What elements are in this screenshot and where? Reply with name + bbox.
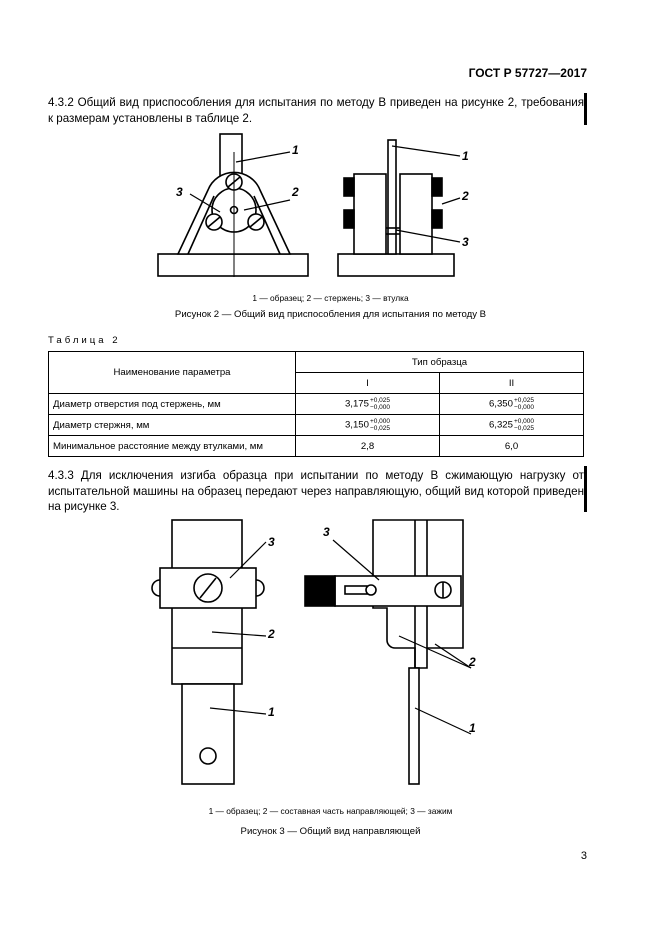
change-bar	[584, 93, 587, 125]
table-cell-value: 6,0	[439, 435, 584, 457]
paragraph-4-3-2: 4.3.2 Общий вид приспособления для испыт…	[48, 96, 584, 125]
tolerance-lower: −0,000	[513, 404, 535, 411]
fig2-callout-1: 1	[292, 143, 299, 157]
figure-2: 1 2 3 1 2 3	[0, 0, 661, 320]
tolerance-lower: −0,025	[513, 425, 535, 432]
figure-3-front-view: 3 2 1	[151, 519, 275, 785]
fig3-callout-3: 3	[268, 535, 275, 549]
fig2-side-callout-1: 1	[462, 149, 469, 163]
fig2-side-callout-2: 2	[461, 189, 469, 203]
value-main: 6,325	[488, 419, 513, 431]
table-2: Наименование параметра Тип образца I II …	[48, 351, 584, 457]
tolerance-upper: +0,025	[513, 397, 535, 404]
tolerance-lower: −0,025	[369, 425, 391, 432]
tolerance: +0,025−0,000	[370, 397, 390, 411]
table-row: Минимальное расстояние между втулками, м…	[48, 435, 584, 457]
tolerance: +0,025−0,000	[514, 397, 534, 411]
tolerance-upper: +0,000	[369, 418, 391, 425]
fig3-side-callout-3: 3	[323, 525, 330, 539]
figure-3-legend: 1 — образец; 2 — составная часть направл…	[208, 806, 453, 816]
fig3-callout-2: 2	[267, 627, 275, 641]
figure-3-caption: Рисунок 3 — Общий вид направляющей	[240, 826, 421, 837]
table-cell-value: 6,325+0,000−0,025	[439, 414, 584, 436]
tolerance-upper: +0,025	[369, 397, 391, 404]
table-header-param: Наименование параметра	[48, 351, 296, 394]
fig3-side-callout-2: 2	[468, 655, 476, 669]
fig3-callout-1: 1	[268, 705, 275, 719]
table-row: Диаметр стержня, мм 3,150+0,000−0,025 6,…	[48, 414, 584, 436]
figure-2-side-view: 1 2 3	[337, 139, 469, 277]
tolerance-upper: +0,000	[513, 418, 535, 425]
value-main: 3,175	[344, 398, 369, 410]
change-bar	[584, 466, 587, 512]
table-2-title: Таблица 2	[48, 335, 121, 346]
paragraph-4-3-3: 4.3.3 Для исключения изгиба образца при …	[48, 469, 584, 513]
standard-designation: ГОСТ Р 57727—2017	[468, 66, 587, 80]
value-main: 6,350	[488, 398, 513, 410]
fig2-callout-3: 3	[176, 185, 183, 199]
figure-3-side-view: 3 2 1	[304, 519, 476, 785]
figure-2-caption: Рисунок 2 — Общий вид приспособления для…	[174, 309, 487, 320]
value-main: 3,150	[344, 419, 369, 431]
tolerance: +0,000−0,025	[514, 418, 534, 432]
figure-2-legend: 1 — образец; 2 — стержень; 3 — втулка	[252, 293, 409, 303]
fig3-side-callout-1: 1	[469, 721, 476, 735]
page-number: 3	[580, 850, 587, 862]
fig2-side-callout-3: 3	[462, 235, 469, 249]
figure-3: 3 2 1 3 2 1	[151, 519, 476, 785]
tolerance: +0,000−0,025	[370, 418, 390, 432]
fig2-callout-2: 2	[291, 185, 299, 199]
figure-2-front-view: 1 2 3	[157, 133, 309, 277]
tolerance-lower: −0,000	[369, 404, 391, 411]
